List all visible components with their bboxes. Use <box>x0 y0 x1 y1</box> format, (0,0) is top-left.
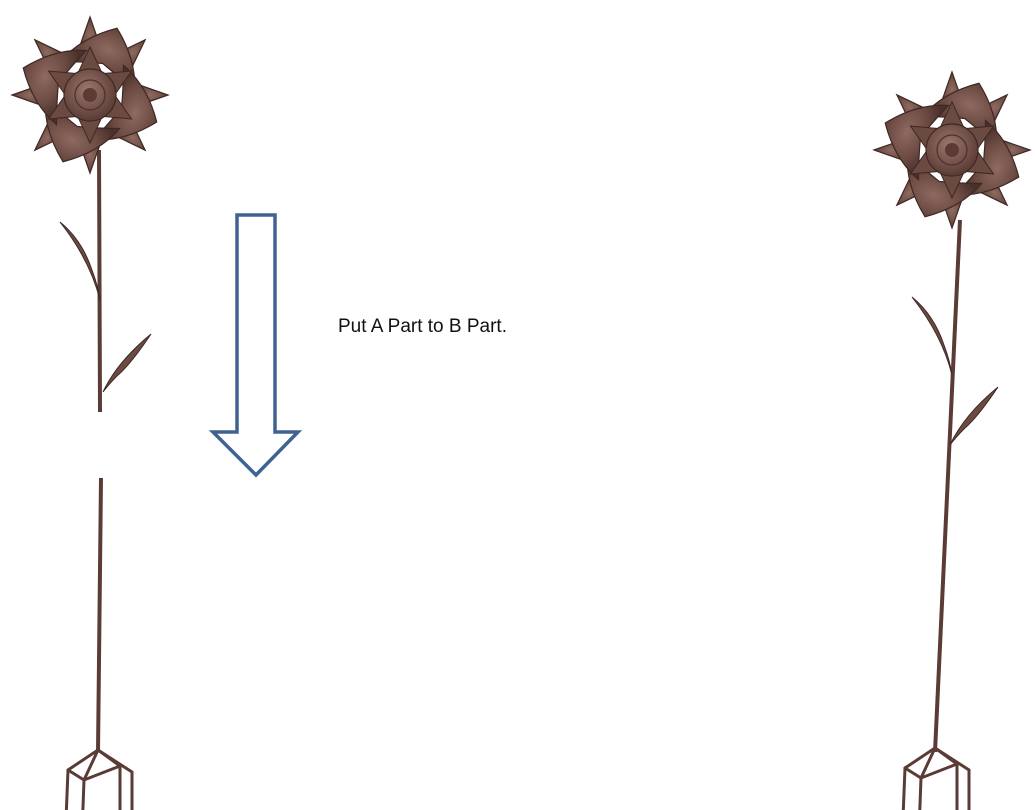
down-arrow <box>213 215 298 475</box>
part-b-stake-section <box>66 478 132 810</box>
instruction-text: Put A Part to B Part. <box>338 316 507 338</box>
assembled-flower-stake <box>870 68 1033 810</box>
part-a-flower-section <box>8 13 171 412</box>
